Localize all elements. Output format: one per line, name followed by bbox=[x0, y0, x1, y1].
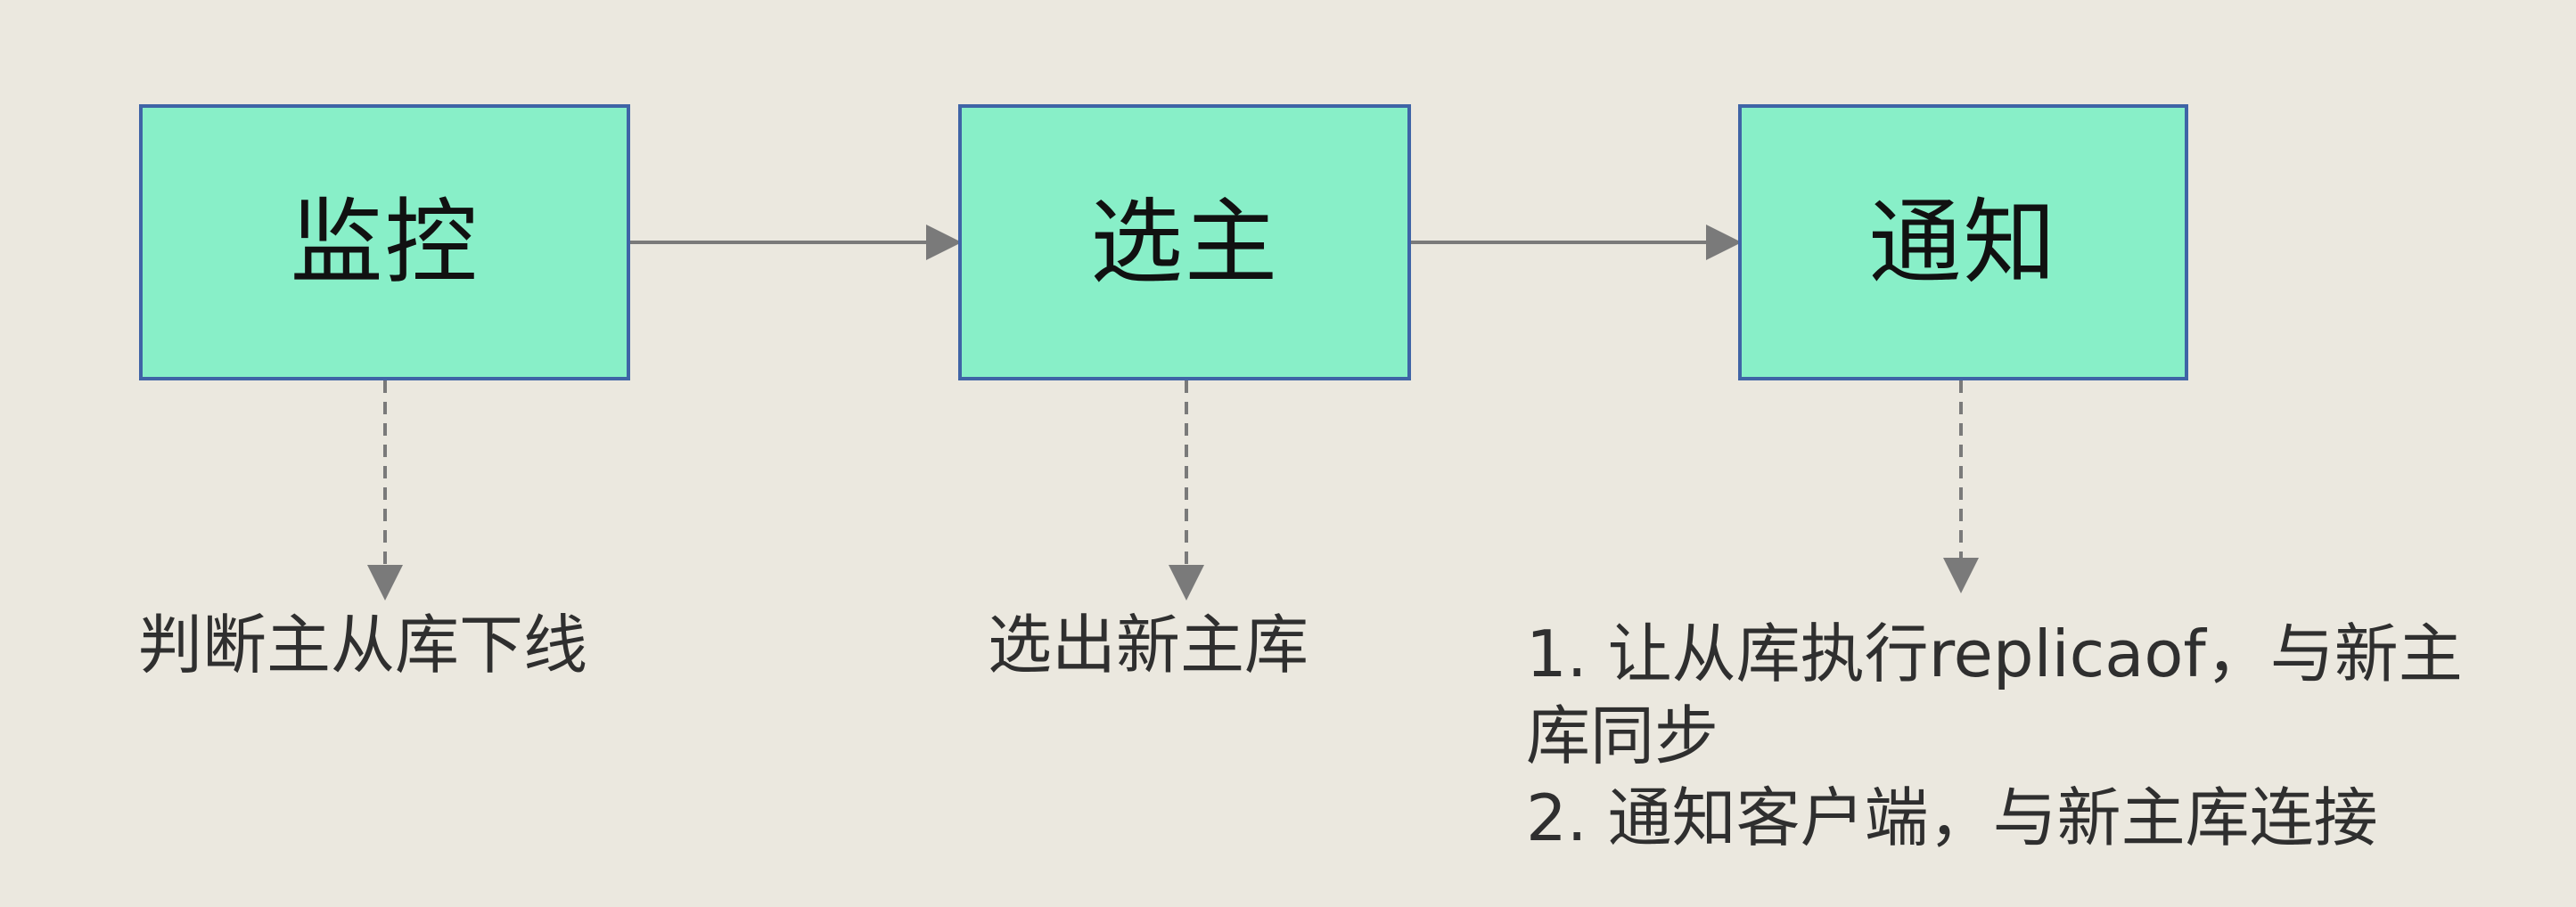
step-title-elect: 选主 bbox=[1089, 188, 1279, 297]
description-line: 1. 让从库执行replicaof，与新主 bbox=[1526, 617, 2463, 691]
description-line: 判断主从库下线 bbox=[138, 608, 588, 682]
step-description-notify: 1. 让从库执行replicaof，与新主 库同步 2. 通知客户端，与新主库连… bbox=[1526, 613, 2463, 859]
step-title-notify: 通知 bbox=[1868, 188, 2058, 297]
step-title-monitor: 监控 bbox=[290, 188, 480, 297]
step-box-notify: 通知 bbox=[1738, 104, 2188, 380]
step-box-monitor: 监控 bbox=[139, 104, 630, 380]
description-line: 2. 通知客户端，与新主库连接 bbox=[1526, 780, 2378, 855]
description-line: 选出新主库 bbox=[988, 608, 1309, 682]
step-description-elect: 选出新主库 bbox=[988, 604, 1309, 686]
step-box-elect: 选主 bbox=[958, 104, 1411, 380]
step-description-monitor: 判断主从库下线 bbox=[138, 604, 587, 686]
description-line: 库同步 bbox=[1526, 699, 1719, 773]
